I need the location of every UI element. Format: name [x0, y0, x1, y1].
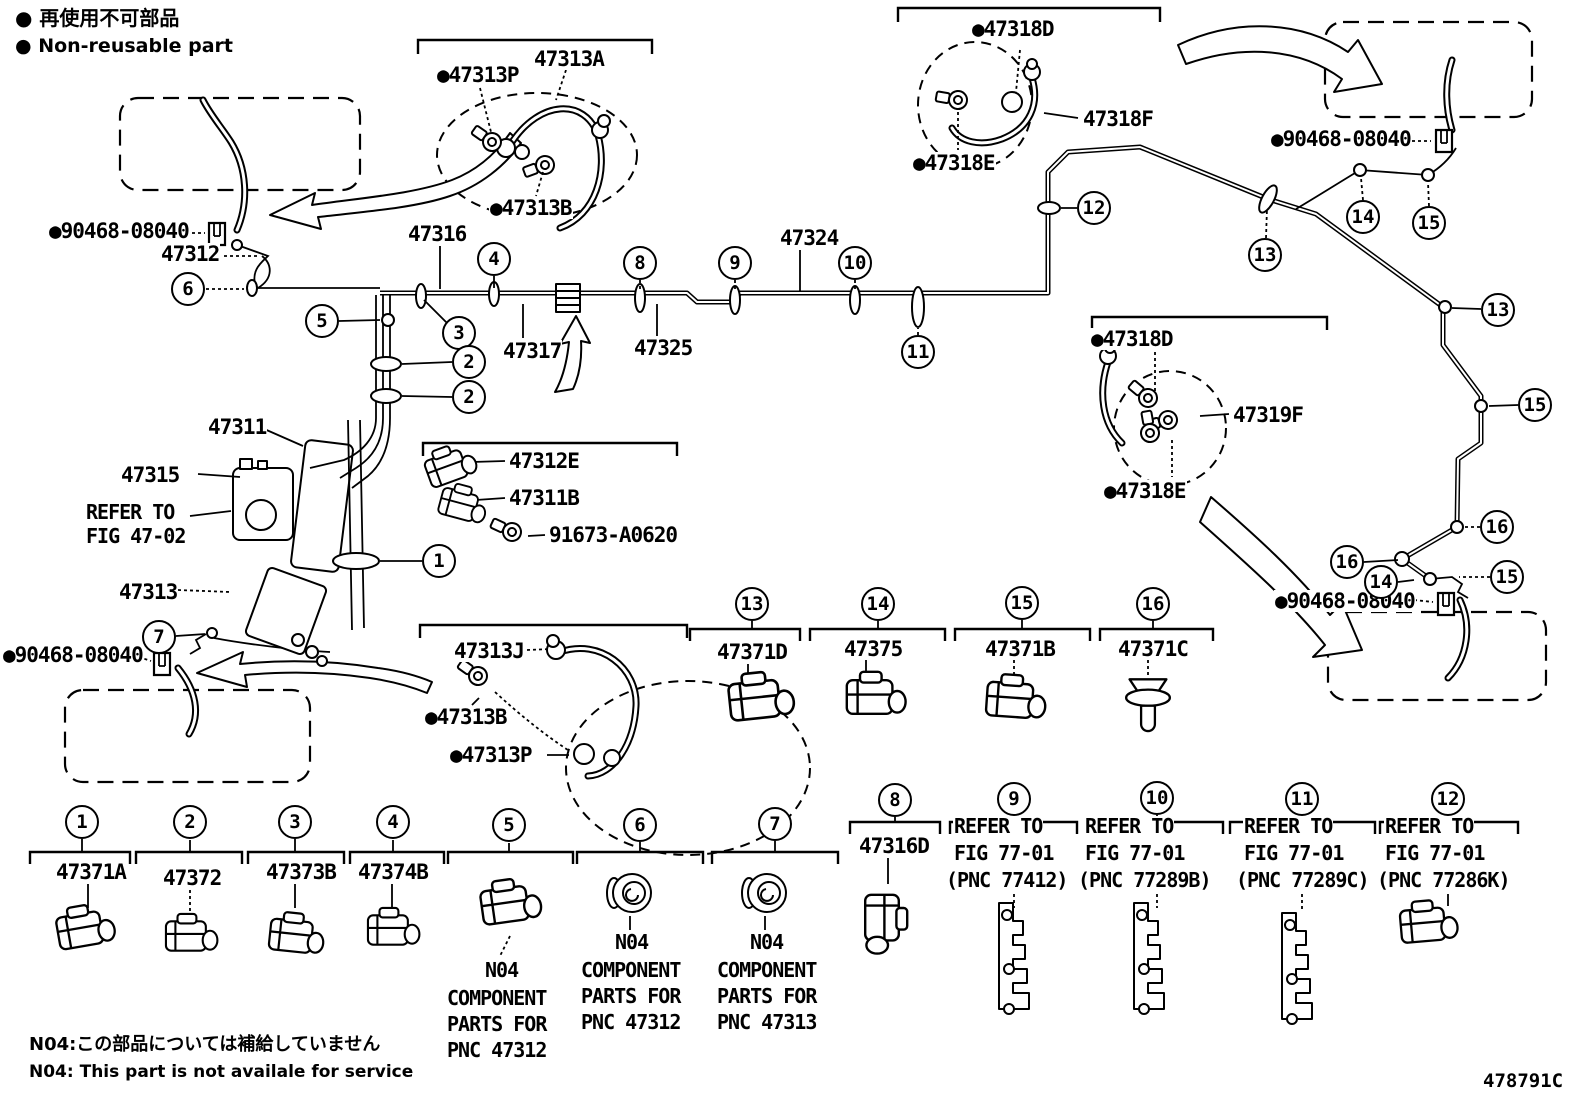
part-glyph-47371a: [52, 899, 118, 952]
hose-47318f: [948, 58, 1041, 147]
part-glyph-47375: [845, 670, 907, 715]
group-brackets: [28, 6, 1520, 864]
arrow-to-front-right: [1177, 25, 1383, 93]
tube-rear-right-links: [1429, 576, 1469, 599]
part-glyph-77286k: [1397, 896, 1460, 945]
grommet-icon: [207, 221, 227, 247]
part-glyph-pnc47313-grommet: [741, 873, 787, 913]
grommet-icon: [152, 651, 172, 677]
detail-circle-47313j: [565, 680, 811, 856]
hose-47319: [1099, 342, 1126, 447]
grommet-icon: [1436, 591, 1456, 617]
bracket-47313-part: [244, 566, 328, 667]
part-glyph-77289c: [1281, 912, 1313, 1025]
part-glyph-pnc47312-grommet: [606, 873, 652, 913]
dashed-box-front-left: [118, 96, 362, 192]
brake-tube-main: [380, 144, 1484, 582]
arrow-to-rear-right: [1199, 496, 1363, 658]
dashed-link-47313: [494, 691, 569, 751]
leader-lines-solid: [81, 112, 1519, 930]
hose-front-left: [199, 96, 249, 234]
dashed-box-rear-right: [1326, 610, 1548, 702]
part-glyph-47371b: [984, 671, 1049, 721]
arrow-to-front-left: [269, 132, 522, 230]
hose-rear-right: [1444, 596, 1471, 682]
hose-rear-left: [174, 664, 199, 738]
grommet-icon: [1434, 128, 1454, 154]
part-glyph-47372: [164, 912, 219, 952]
bolt-47318e-right: [1136, 408, 1162, 445]
arrow-up-joint: [554, 315, 591, 393]
bolt-47318e-top: [933, 86, 970, 112]
part-glyph-47311b: [436, 479, 492, 526]
bolt-47313b-lower: [453, 655, 492, 690]
bolt-91673-a0620: [487, 513, 525, 545]
part-glyph-47374b: [366, 906, 421, 946]
hose-47313j: [546, 634, 640, 780]
dashed-box-rear-left: [63, 688, 312, 784]
part-glyph-77412: [998, 902, 1030, 1015]
abs-actuator: [232, 439, 354, 573]
dashed-box-front-right: [1323, 20, 1534, 119]
tube-bundle-left: [309, 295, 391, 631]
part-glyph-pnc47312-clamp: [477, 874, 544, 927]
part-glyph-47312e: [420, 437, 481, 490]
part-glyph-47373b: [267, 909, 328, 956]
part-glyph-47316d: [864, 893, 909, 955]
tube-clamps: [246, 184, 1278, 570]
part-glyph-47371c: [1125, 678, 1171, 733]
leader-lines-dotted: [132, 49, 1490, 957]
detail-circle-47313-front: [436, 92, 638, 218]
tube-junction-nodes: [206, 163, 1488, 639]
part-glyph-47371d: [725, 667, 797, 723]
hose-front-right: [1443, 56, 1456, 134]
joint-47317: [555, 283, 581, 313]
part-glyph-77289b: [1133, 902, 1165, 1015]
arrow-to-rear-left: [196, 651, 433, 694]
